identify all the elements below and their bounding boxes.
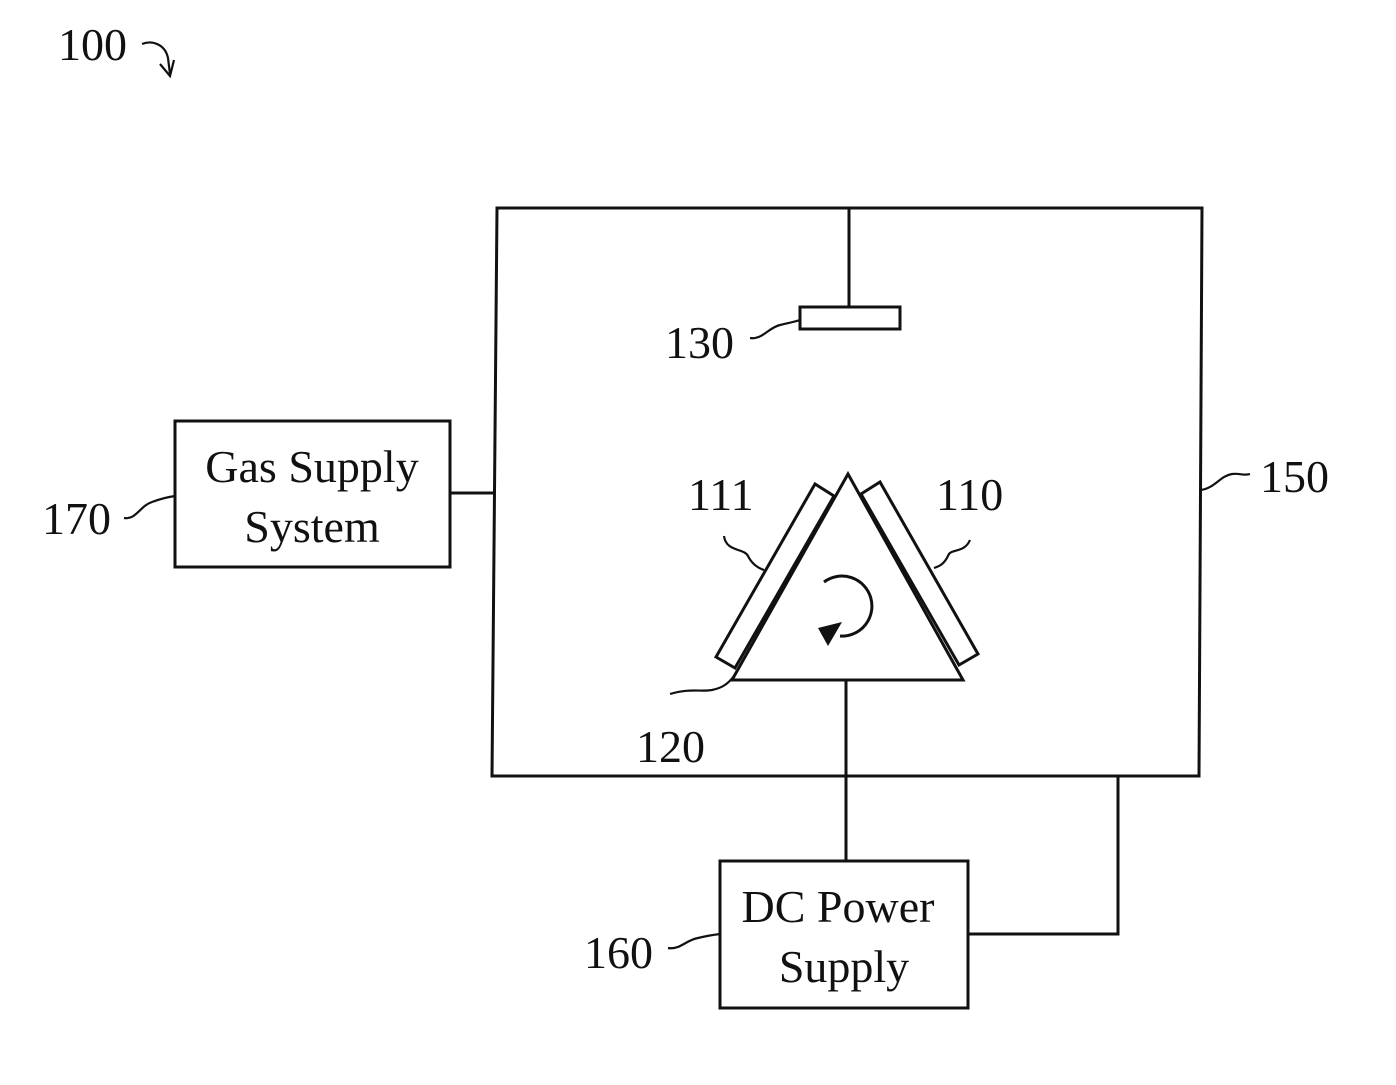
figure-label: 100 — [58, 19, 127, 70]
chamber-ref-label: 150 — [1260, 451, 1329, 502]
power-line-chamber — [968, 776, 1118, 934]
dc-power-label-line1: DC Power — [742, 881, 935, 932]
target-left-ref-label: 111 — [688, 469, 754, 520]
substrate — [800, 307, 900, 329]
rotation-arrowhead — [818, 622, 842, 646]
holder-ref-label: 120 — [636, 721, 705, 772]
target-right-leader — [934, 540, 970, 568]
figure-label-arrowhead — [160, 60, 174, 76]
target-left-leader — [724, 536, 764, 570]
gas-supply-ref-label: 170 — [42, 493, 111, 544]
gas-supply-label-line1: Gas Supply — [205, 441, 418, 492]
target-right-ref-label: 110 — [936, 469, 1003, 520]
chamber-leader — [1201, 474, 1250, 490]
dc-power-leader — [668, 934, 720, 948]
holder-leader — [670, 676, 734, 694]
gas-supply-label-line2: System — [244, 501, 380, 552]
substrate-leader — [750, 320, 800, 338]
dc-power-ref-label: 160 — [584, 927, 653, 978]
substrate-ref-label: 130 — [665, 317, 734, 368]
dc-power-label-line2: Supply — [779, 941, 909, 992]
gas-supply-leader — [124, 496, 175, 518]
